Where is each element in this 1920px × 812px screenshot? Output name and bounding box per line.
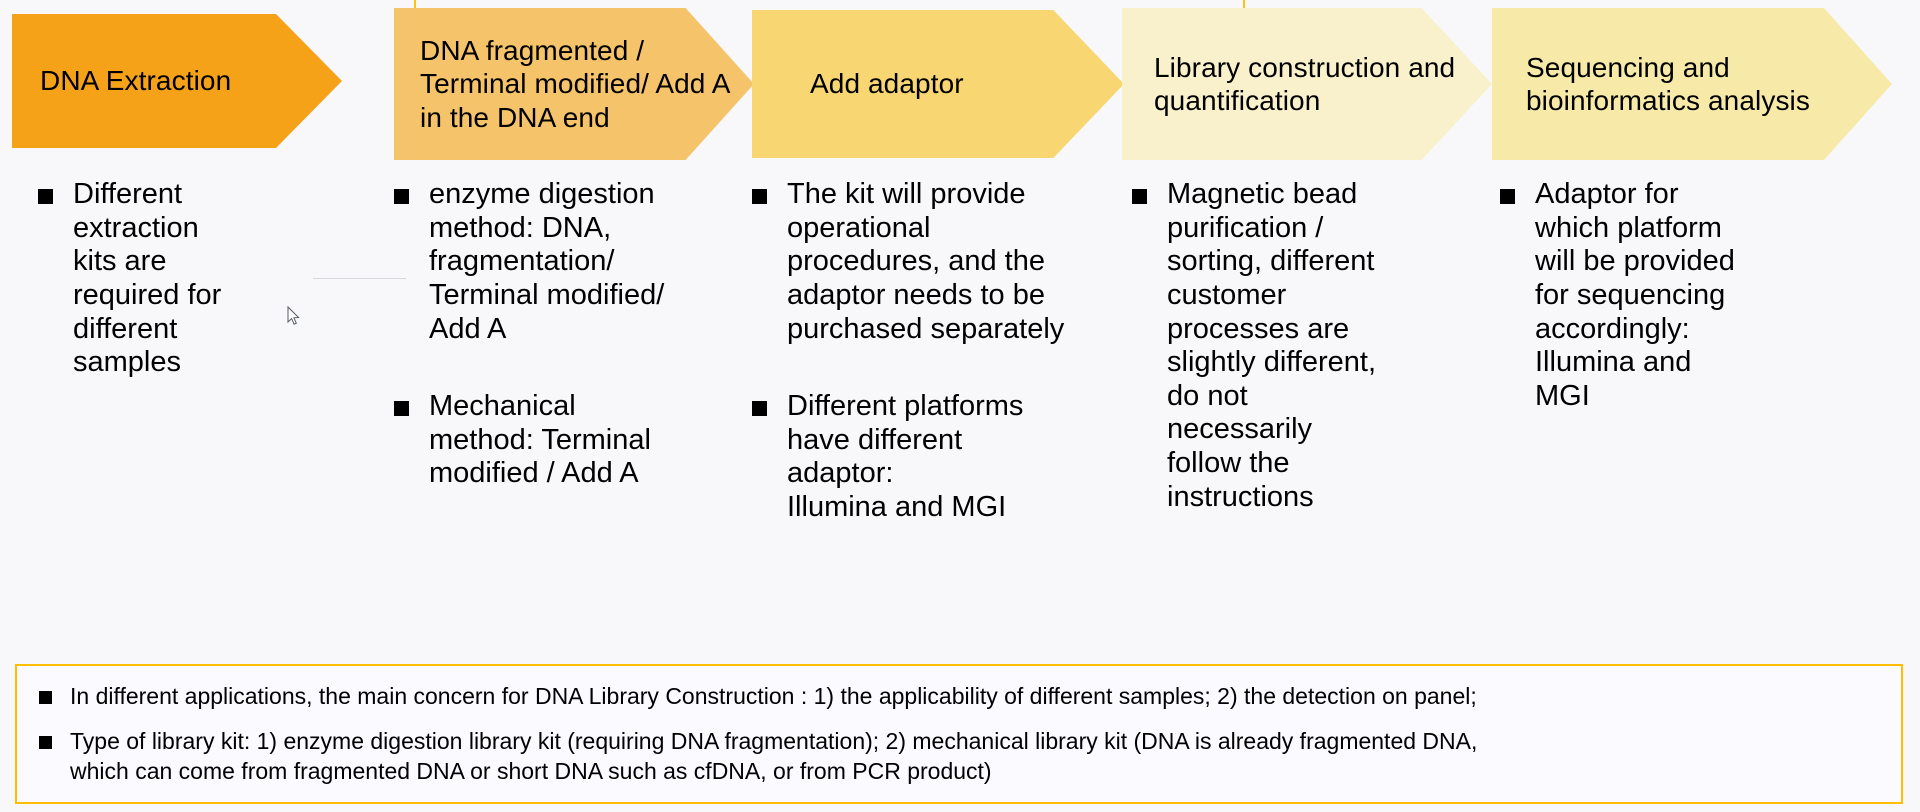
process-step-4[interactable]: Library construction and quantification xyxy=(1122,8,1492,160)
process-step-3[interactable]: Add adaptor xyxy=(752,10,1124,158)
list-item: Magnetic bead purification / sorting, di… xyxy=(1132,178,1397,514)
detail-columns: Different extraction kits are required f… xyxy=(0,178,1920,618)
faint-divider-line xyxy=(313,278,406,279)
process-step-4-label: Library construction and quantification xyxy=(1154,51,1456,116)
list-item-text: Different extraction kits are required f… xyxy=(73,178,222,379)
list-item: Adaptor for which platform will be provi… xyxy=(1500,178,1790,413)
guide-tick-left xyxy=(414,0,416,14)
list-item-text: Mechanical method: Terminal modified / A… xyxy=(429,390,651,490)
process-step-3-label: Add adaptor xyxy=(810,68,964,100)
detail-column-3: The kit will provide operational procedu… xyxy=(752,178,1072,563)
list-item: Different platforms have different adapt… xyxy=(752,390,1072,525)
list-item: Mechanical method: Terminal modified / A… xyxy=(394,390,669,491)
square-bullet-icon xyxy=(394,401,409,417)
detail-column-5: Adaptor for which platform will be provi… xyxy=(1500,178,1790,451)
list-item-text: Adaptor for which platform will be provi… xyxy=(1535,178,1735,412)
list-item-text: Magnetic bead purification / sorting, di… xyxy=(1167,178,1377,513)
list-item-text: enzyme digestion method: DNA, fragmentat… xyxy=(429,178,665,345)
list-item: Different extraction kits are required f… xyxy=(38,178,288,380)
process-flow-band: DNA Extraction DNA fragmented / Terminal… xyxy=(0,0,1920,178)
summary-list-item-text: In different applications, the main conc… xyxy=(70,683,1477,709)
square-bullet-icon xyxy=(394,189,409,204)
summary-callout-box: In different applications, the main conc… xyxy=(15,664,1903,804)
process-step-1[interactable]: DNA Extraction xyxy=(12,14,342,148)
square-bullet-icon xyxy=(752,189,767,204)
square-bullet-icon xyxy=(39,691,52,704)
list-item-text: The kit will provide operational procedu… xyxy=(787,178,1065,345)
summary-list-item: Type of library kit: 1) enzyme digestion… xyxy=(39,727,1879,786)
square-bullet-icon xyxy=(752,401,767,417)
square-bullet-icon xyxy=(1500,189,1515,204)
detail-column-4: Magnetic bead purification / sorting, di… xyxy=(1132,178,1397,552)
process-step-2-label: DNA fragmented / Terminal modified/ Add … xyxy=(420,35,730,133)
square-bullet-icon xyxy=(39,736,52,750)
detail-column-2: enzyme digestion method: DNA, fragmentat… xyxy=(394,178,669,529)
process-step-5[interactable]: Sequencing and bioinformatics analysis xyxy=(1492,8,1892,160)
list-item-text: Different platforms have different adapt… xyxy=(787,390,1024,523)
list-item: enzyme digestion method: DNA, fragmentat… xyxy=(394,178,669,346)
process-step-2[interactable]: DNA fragmented / Terminal modified/ Add … xyxy=(394,8,754,160)
summary-list-item-text: Type of library kit: 1) enzyme digestion… xyxy=(70,728,1478,784)
list-item: The kit will provide operational procedu… xyxy=(752,178,1072,346)
detail-column-1: Different extraction kits are required f… xyxy=(38,178,288,418)
summary-list-item: In different applications, the main conc… xyxy=(39,682,1879,711)
process-step-1-label: DNA Extraction xyxy=(40,65,232,97)
process-step-5-label: Sequencing and bioinformatics analysis xyxy=(1526,51,1810,116)
square-bullet-icon xyxy=(1132,189,1147,204)
square-bullet-icon xyxy=(38,189,53,204)
